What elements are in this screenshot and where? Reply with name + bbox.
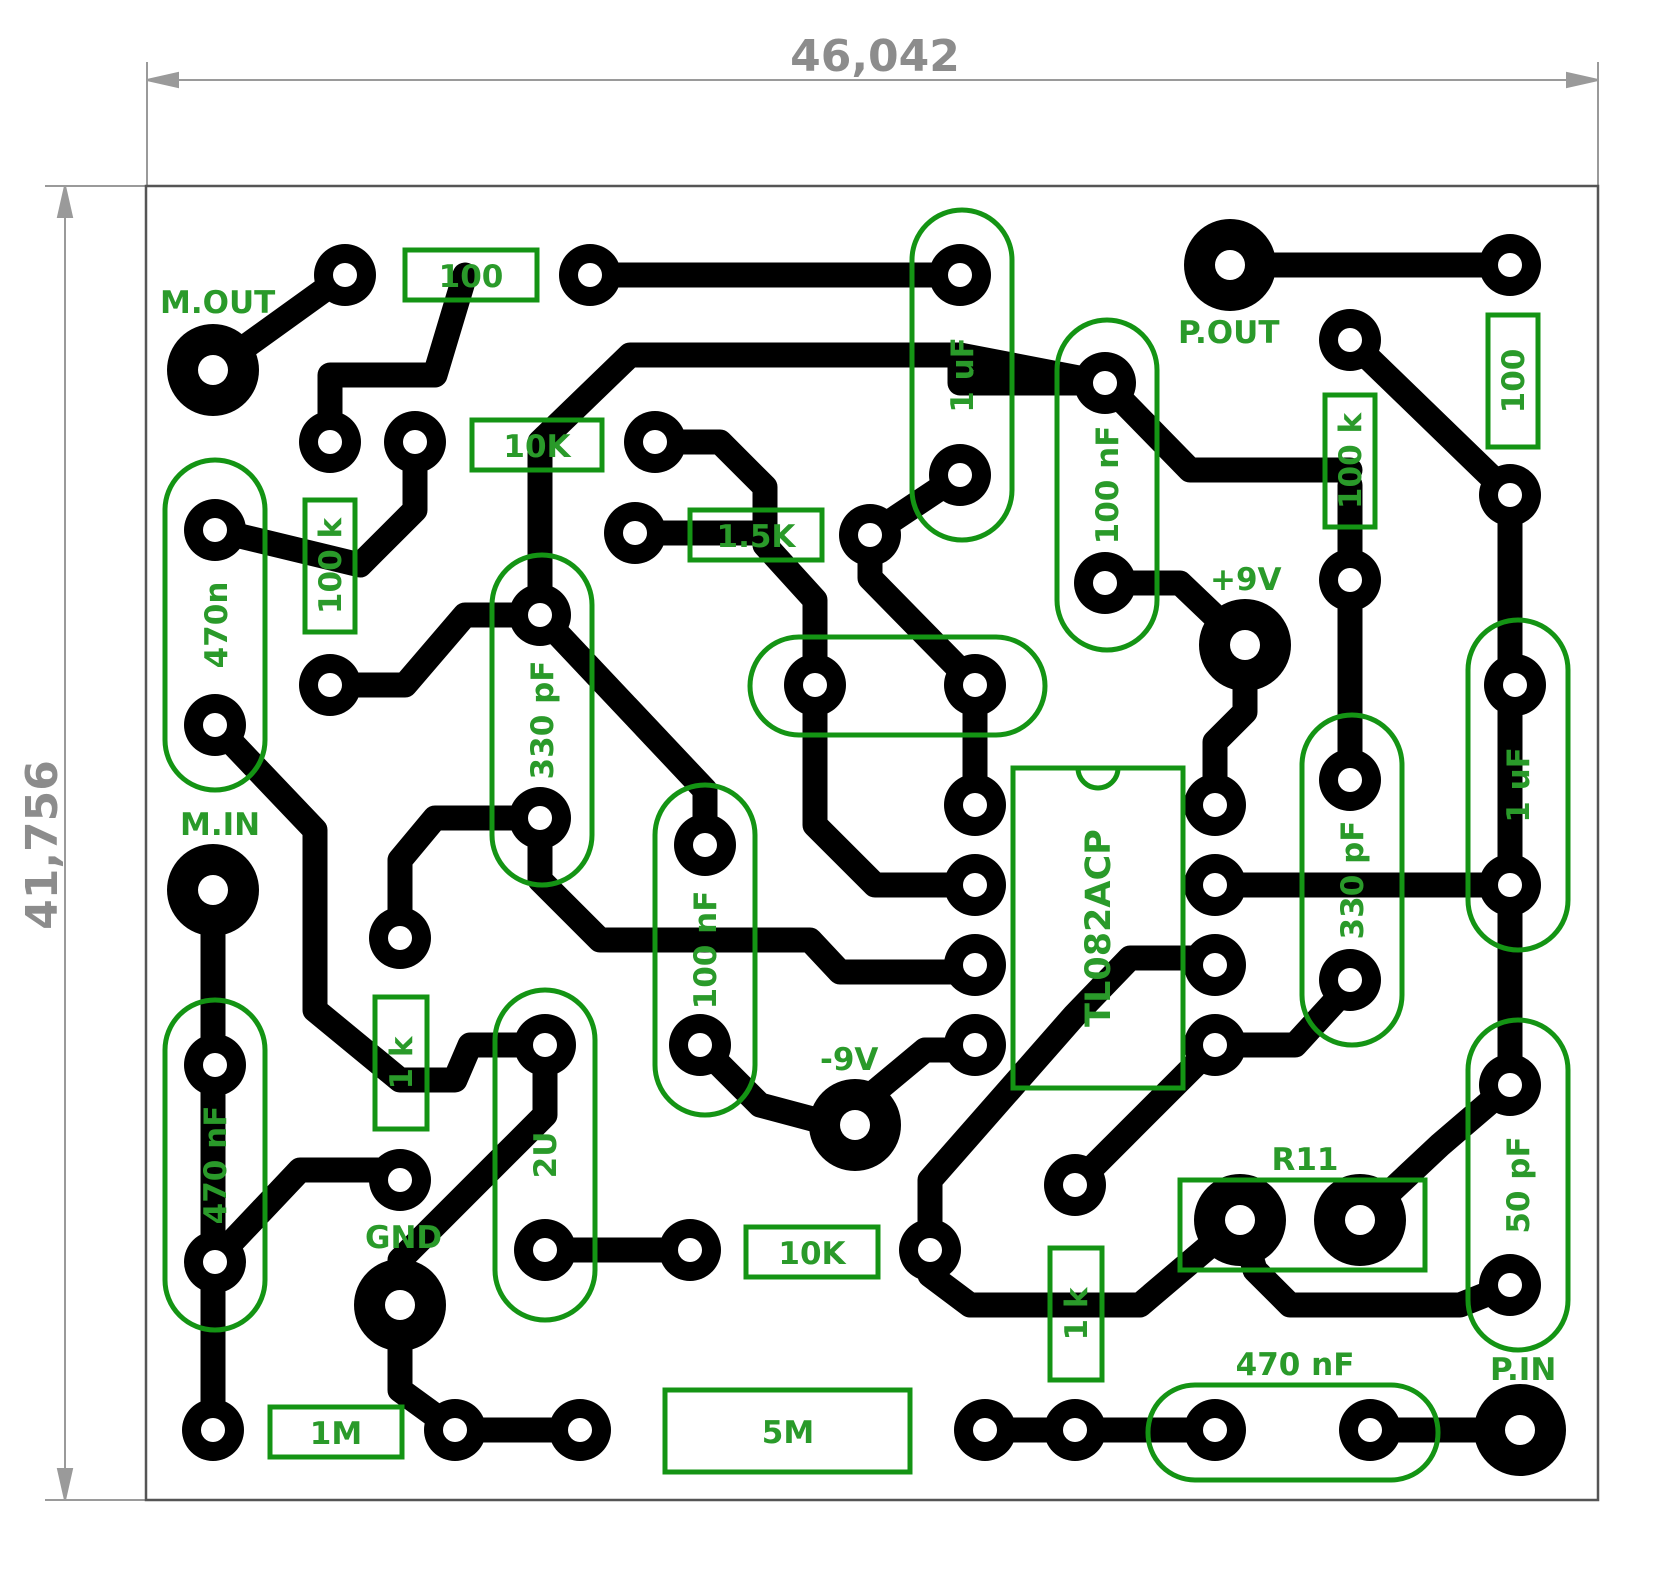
ic-label: TL082ACP bbox=[1079, 829, 1119, 1027]
r-100-right-outline bbox=[1485, 312, 1541, 450]
c-470n-outline bbox=[162, 457, 268, 793]
c-2u-label: 2U bbox=[528, 1132, 564, 1179]
height-label: 41,756 bbox=[17, 760, 68, 930]
c-330pf-right-label: 330 pF bbox=[1335, 821, 1371, 940]
c-330pf-right-outline bbox=[1299, 712, 1405, 1048]
port-p-in: P.IN bbox=[1490, 1352, 1556, 1388]
width-label: 46,042 bbox=[790, 31, 960, 82]
port-plus-9v: +9V bbox=[1210, 562, 1282, 598]
port-m-in: M.IN bbox=[180, 807, 260, 843]
trimmer-r11-label: R11 bbox=[1271, 1142, 1338, 1178]
c-100nf-top-outline bbox=[1054, 317, 1160, 653]
port-minus-9v: -9V bbox=[820, 1042, 878, 1078]
r-100k-left-outline bbox=[302, 497, 358, 635]
c-1uf-top-outline bbox=[909, 207, 1015, 543]
c-50pf-outline bbox=[1465, 1017, 1571, 1353]
c-470nf-bottom-outline bbox=[1145, 1382, 1441, 1483]
c-1uf-top-label: 1 uF bbox=[945, 337, 981, 413]
c-330pf-left-outline bbox=[489, 552, 595, 888]
crystal-outline bbox=[747, 634, 1048, 738]
r-100-right-label: 100 bbox=[1496, 349, 1532, 414]
r-1-5k-label: 1.5K bbox=[717, 519, 797, 555]
r-1-5k-outline bbox=[687, 507, 825, 563]
c-50pf-label: 50 pF bbox=[1501, 1136, 1537, 1233]
c-330pf-left-label: 330 pF bbox=[525, 661, 561, 780]
c-1uf-right-outline bbox=[1465, 617, 1571, 953]
r-10k-top-label: 10K bbox=[503, 429, 571, 465]
r-1k-bottom-label: 1 k bbox=[1059, 1286, 1095, 1340]
r-1k-left-label: 1 k bbox=[384, 1035, 420, 1089]
width-dimension bbox=[146, 62, 1599, 186]
port-m-out: M.OUT bbox=[160, 285, 275, 321]
r-1k-left-outline bbox=[372, 994, 430, 1132]
pot-5m-outline bbox=[662, 1387, 913, 1475]
c-470nf-left-outline bbox=[162, 997, 268, 1333]
height-dimension bbox=[45, 185, 146, 1501]
r-100-top-label: 100 bbox=[439, 259, 504, 295]
c-100nf-top-label: 100 nF bbox=[1090, 426, 1126, 545]
c-100nf-mid-outline bbox=[652, 782, 758, 1118]
c-2u-outline bbox=[492, 987, 598, 1323]
trimmer-r11-outline bbox=[1177, 1177, 1428, 1273]
r-100-top-outline bbox=[402, 247, 540, 303]
r-1k-bottom-outline bbox=[1047, 1245, 1105, 1383]
c-470nf-left-label: 470 nF bbox=[198, 1106, 234, 1225]
r-10k-bottom-outline bbox=[743, 1224, 881, 1280]
ic-outline bbox=[1010, 765, 1186, 1091]
r-10k-bottom-label: 10K bbox=[778, 1236, 846, 1272]
c-1uf-right-label: 1 uF bbox=[1501, 747, 1537, 823]
pot-5m-label: 5M bbox=[762, 1415, 814, 1451]
r-1m-label: 1M bbox=[310, 1416, 362, 1452]
port-gnd: GND bbox=[365, 1220, 442, 1256]
ic-notch bbox=[1075, 767, 1121, 791]
silkscreen-outlines bbox=[162, 207, 1571, 1483]
port-p-out: P.OUT bbox=[1178, 315, 1279, 351]
component-labels: 100 10K 100 k 470n 1.5K 330 pF 1 uF 100 … bbox=[198, 259, 1537, 1452]
r-100k-right-outline bbox=[1322, 392, 1378, 530]
pad-holes bbox=[198, 250, 1535, 1445]
r-100k-right-label: 100 k bbox=[1333, 412, 1369, 510]
r-10k-top-outline bbox=[469, 417, 605, 473]
r-1m-outline bbox=[267, 1404, 405, 1460]
c-100nf-mid-label: 100 nF bbox=[688, 891, 724, 1010]
port-labels: M.OUT P.OUT M.IN +9V -9V GND P.IN bbox=[160, 285, 1556, 1388]
c-470n-label: 470n bbox=[199, 582, 235, 669]
r-100k-left-label: 100 k bbox=[313, 517, 349, 615]
c-470nf-bottom-label: 470 nF bbox=[1236, 1347, 1355, 1383]
